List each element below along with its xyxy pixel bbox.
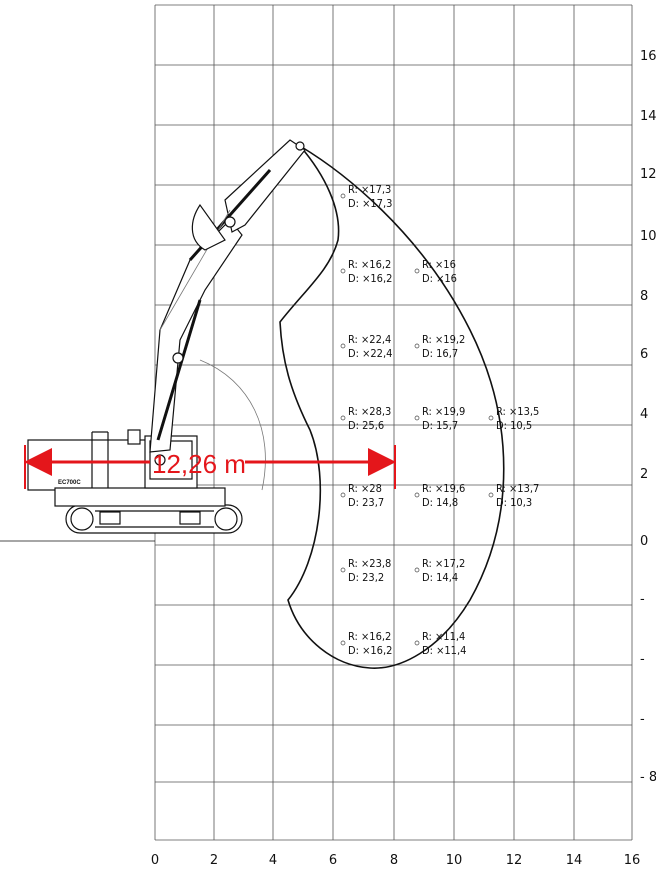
load-point-marker [340, 492, 346, 498]
load-depth-label: D: ×11,4 [422, 644, 466, 657]
y-tick-label: - [640, 652, 645, 667]
load-radius-label: R: ×16 [422, 258, 456, 271]
pivot [224, 216, 236, 228]
bucket [191, 203, 226, 251]
load-radius-label: R: ×19,2 [422, 333, 465, 346]
load-point-marker [414, 567, 420, 573]
stick [224, 139, 306, 233]
load-depth-label: D: 25,6 [348, 419, 384, 432]
load-point-marker [488, 492, 494, 498]
load-point-marker [414, 268, 420, 274]
track-idler-right [214, 507, 238, 531]
pivot [154, 454, 166, 466]
load-radius-label: R: ×16,2 [348, 258, 391, 271]
reach-label: 12,26 m [152, 449, 246, 479]
load-radius-label: R: ×17,2 [422, 557, 465, 570]
load-point-marker [414, 415, 420, 421]
y-tick-label: 10 [640, 229, 656, 244]
load-point-marker [340, 268, 346, 274]
load-depth-label: D: ×16,2 [348, 644, 392, 657]
load-radius-label: R: ×23,8 [348, 557, 391, 570]
y-tick-label: 0 [640, 534, 648, 549]
load-radius-label: R: ×22,4 [348, 333, 391, 346]
track-guard [99, 511, 121, 525]
load-radius-label: R: ×28,3 [348, 405, 391, 418]
y-tick-label: 4 [640, 407, 648, 422]
y-tick-label: - [640, 712, 645, 727]
reach-arrow [24, 445, 396, 489]
load-radius-label: R: ×28 [348, 482, 382, 495]
y-tick-label: - [640, 592, 645, 607]
grid [0, 4, 633, 841]
y-tick-label: 14 [640, 109, 656, 124]
x-tick-label: 2 [210, 853, 218, 868]
bucket-swing-arc [199, 359, 266, 491]
y-tick-label: 8 [640, 289, 648, 304]
load-point-marker [414, 343, 420, 349]
load-point-marker [340, 415, 346, 421]
load-depth-label: D: 10,3 [496, 496, 532, 509]
load-point-labels: R: ×17,3D: ×17,3R: ×16,2D: ×16,2R: ×16D:… [340, 183, 539, 657]
x-tick-label: 6 [329, 853, 337, 868]
x-tick-label: 8 [390, 853, 398, 868]
x-axis-ticks: 0 2 4 6 8 10 12 14 16 [151, 853, 640, 868]
load-depth-label: D: 23,2 [348, 571, 384, 584]
load-point-marker [340, 567, 346, 573]
load-point-marker [488, 415, 494, 421]
pivot [295, 141, 305, 151]
pivot [172, 352, 184, 364]
load-point-marker [340, 343, 346, 349]
load-point-marker [414, 640, 420, 646]
boom-cylinder [156, 299, 202, 441]
load-depth-label: D: ×22,4 [348, 347, 392, 360]
load-radius-label: R: ×16,2 [348, 630, 391, 643]
track-guard [179, 511, 201, 525]
load-point-marker [340, 640, 346, 646]
y-tick-label: - 8 [640, 770, 656, 785]
x-tick-label: 16 [624, 853, 641, 868]
track-idler-left [70, 507, 94, 531]
y-tick-label: 2 [640, 467, 648, 482]
load-point-marker [414, 492, 420, 498]
load-depth-label: D: 14,4 [422, 571, 458, 584]
load-radius-label: R: ×19,9 [422, 405, 465, 418]
x-tick-label: 0 [151, 853, 159, 868]
load-depth-label: D: ×16 [422, 272, 457, 285]
load-radius-label: R: ×13,5 [496, 405, 539, 418]
load-point-marker [340, 193, 346, 199]
load-depth-label: D: ×16,2 [348, 272, 392, 285]
load-radius-label: R: ×11,4 [422, 630, 465, 643]
load-radius-label: R: ×17,3 [348, 183, 391, 196]
x-tick-label: 14 [566, 853, 583, 868]
load-radius-label: R: ×19,6 [422, 482, 465, 495]
working-envelope [279, 145, 505, 669]
load-depth-label: D: 10,5 [496, 419, 532, 432]
load-depth-label: D: 15,7 [422, 419, 458, 432]
x-tick-label: 12 [506, 853, 523, 868]
y-tick-label: 16 [640, 49, 656, 64]
load-depth-label: D: 16,7 [422, 347, 458, 360]
excavator-drawing [27, 139, 306, 534]
body-upper [54, 487, 226, 507]
load-depth-label: D: ×17,3 [348, 197, 392, 210]
machine-model-label: EC700C [58, 480, 81, 486]
load-radius-label: R: ×13,7 [496, 482, 539, 495]
load-depth-label: D: 14,8 [422, 496, 458, 509]
reach-arrowhead-right [368, 448, 396, 476]
x-tick-label: 10 [446, 853, 463, 868]
x-tick-label: 4 [269, 853, 277, 868]
reach-arrowhead-left [24, 448, 52, 476]
exhaust [127, 429, 141, 445]
load-depth-label: D: 23,7 [348, 496, 384, 509]
y-axis-ticks: 16 14 12 10 8 6 4 2 0 - - - - 8 [640, 49, 656, 785]
y-tick-label: 12 [640, 167, 656, 182]
y-tick-label: 6 [640, 347, 648, 362]
